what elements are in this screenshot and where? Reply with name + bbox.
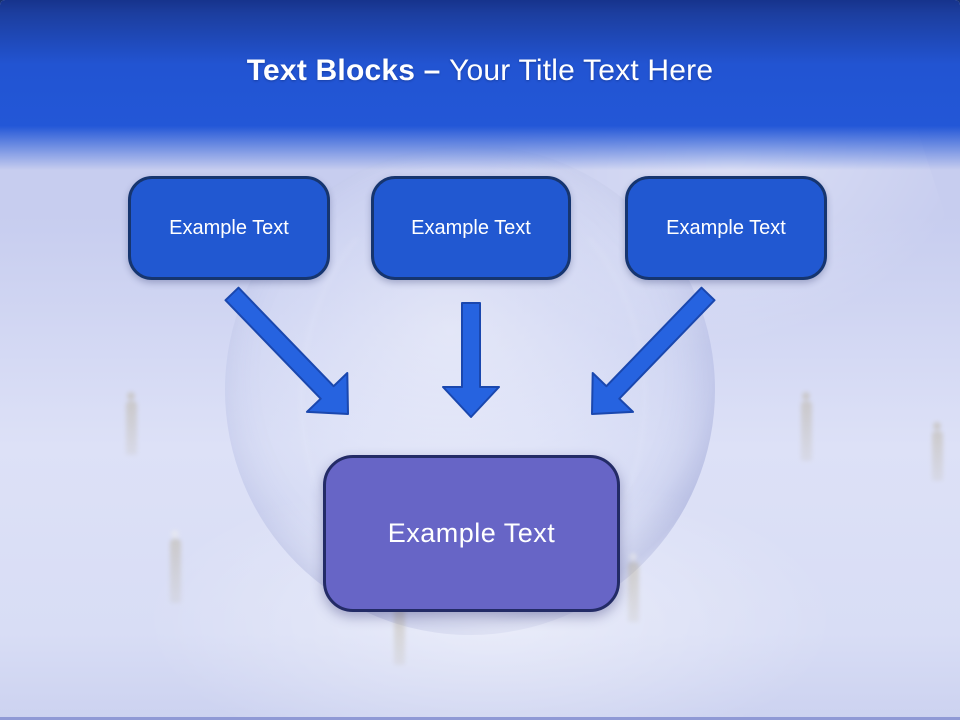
text-block-3: Example Text (625, 176, 827, 280)
slide-title-regular: Your Title Text Here (449, 54, 714, 87)
text-block-1-label: Example Text (169, 216, 289, 239)
summary-block: Example Text (323, 455, 620, 612)
text-block-3-label: Example Text (666, 216, 786, 239)
title-banner: Text Blocks – Your Title Text Here (0, 0, 960, 170)
slide-title: Text Blocks – Your Title Text Here (0, 54, 960, 88)
summary-block-label: Example Text (387, 518, 556, 548)
figure-silhouette (930, 422, 944, 481)
slide-title-bold: Text Blocks – (246, 54, 450, 87)
text-block-1: Example Text (128, 176, 330, 280)
bottom-edge-line (0, 717, 960, 720)
figure-silhouette (626, 553, 640, 622)
text-block-2-label: Example Text (411, 216, 531, 239)
text-block-2: Example Text (371, 176, 571, 280)
figure-silhouette (124, 392, 138, 455)
figure-silhouette (168, 530, 182, 603)
figure-silhouette (799, 392, 813, 461)
